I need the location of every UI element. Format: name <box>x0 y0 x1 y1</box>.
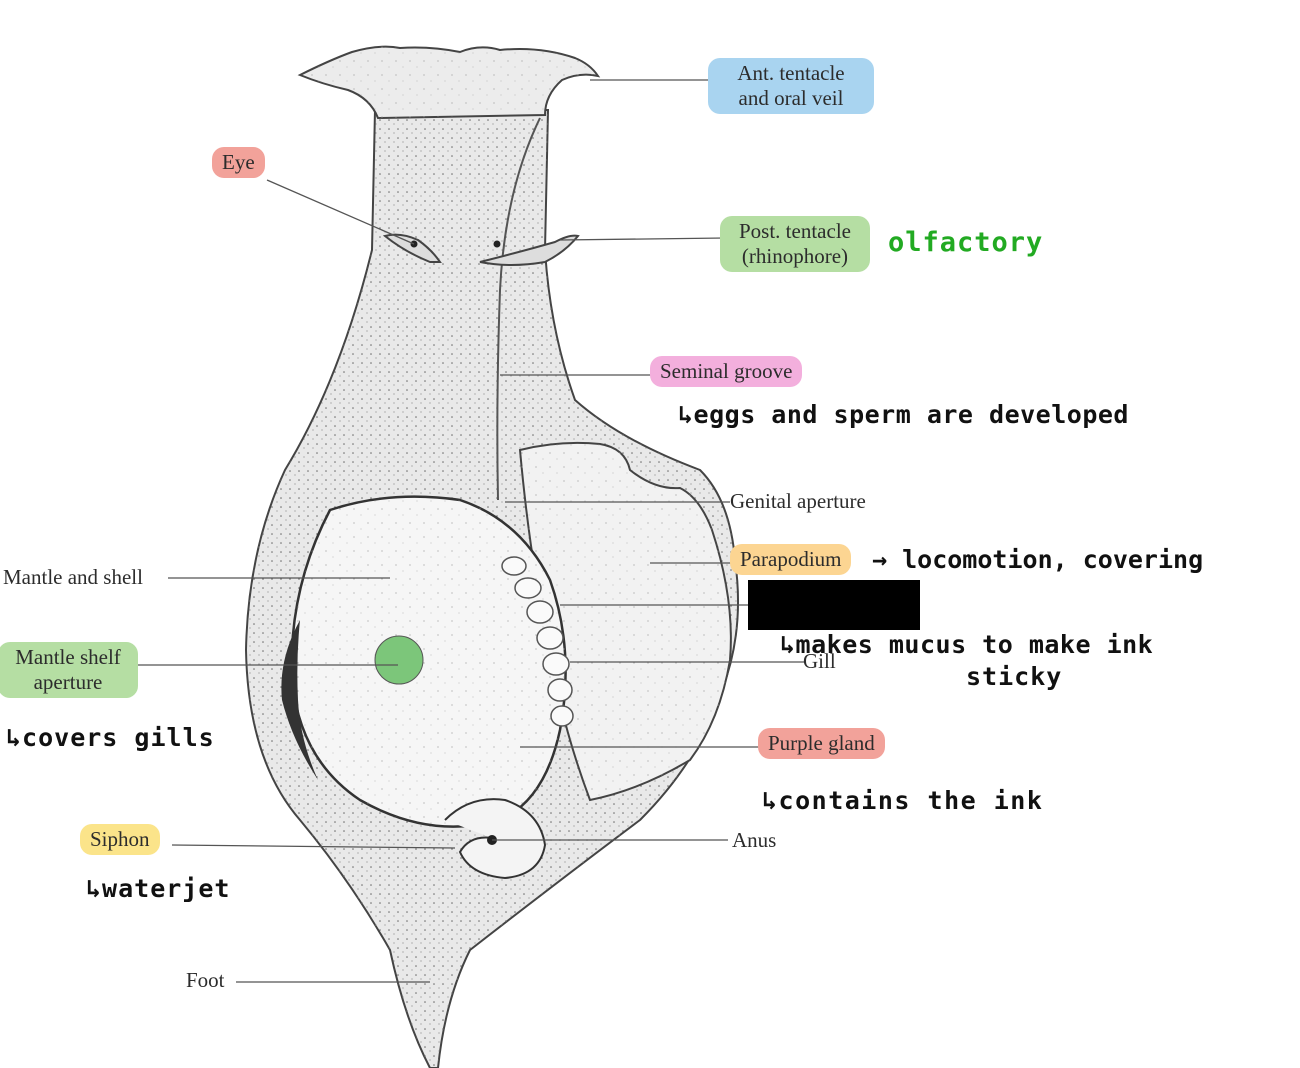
label-post-tentacle-line1: Post. tentacle <box>739 219 851 243</box>
label-ant-tentacle-line1: Ant. tentacle <box>737 61 845 85</box>
note-mantle-shelf: ↳covers gills <box>6 723 215 752</box>
label-anus: Anus <box>732 828 777 852</box>
redaction-box <box>748 580 920 630</box>
note-purple-gland: ↳contains the ink <box>762 786 1044 815</box>
label-post-tentacle: Post. tentacle (rhinophore) <box>720 216 870 272</box>
note-gill-line2: sticky <box>966 662 1063 691</box>
label-gill: Gill <box>803 649 836 673</box>
gill-lamellae <box>501 556 574 727</box>
seminal-groove-line <box>496 117 541 501</box>
label-mantle-shelf-line1: Mantle shelf <box>15 645 121 669</box>
note-parapodium: → locomotion, covering <box>872 545 1204 574</box>
note-seminal-groove: ↳eggs and sperm are developed <box>678 400 1129 429</box>
mantle-cavity <box>281 620 318 780</box>
label-siphon: Siphon <box>80 824 160 855</box>
leader-lines <box>134 79 804 983</box>
parapodium-stipple <box>520 442 731 800</box>
note-siphon: ↳waterjet <box>86 874 231 903</box>
label-purple-gland: Purple gland <box>758 728 885 759</box>
mantle-shelf-stipple <box>291 496 566 827</box>
label-eye: Eye <box>212 147 265 178</box>
note-gill-line1: ↳makes mucus to make ink <box>780 630 1154 659</box>
label-post-tentacle-line2: (rhinophore) <box>741 244 849 268</box>
rhinophore-right <box>479 234 580 266</box>
label-parapodium: Parapodium <box>730 544 852 575</box>
label-ant-tentacle-line2: and oral veil <box>738 86 844 110</box>
label-mantle-shelf-line2: aperture <box>33 670 103 694</box>
label-foot: Foot <box>186 968 225 992</box>
rhinophore-left <box>382 233 442 263</box>
label-seminal-groove: Seminal groove <box>650 356 803 387</box>
label-mantle-shelf-aperture: Mantle shelf aperture <box>0 642 138 698</box>
eye-dot-right <box>493 240 501 248</box>
label-genital-aperture: Genital aperture <box>730 489 866 513</box>
label-mantle-and-shell: Mantle and shell <box>3 565 143 589</box>
label-ant-tentacle: Ant. tentacle and oral veil <box>708 58 874 114</box>
mantle-aperture-spot <box>374 635 424 685</box>
note-olfactory: olfactory <box>888 227 1044 258</box>
oral-veil-stipple <box>300 46 598 118</box>
